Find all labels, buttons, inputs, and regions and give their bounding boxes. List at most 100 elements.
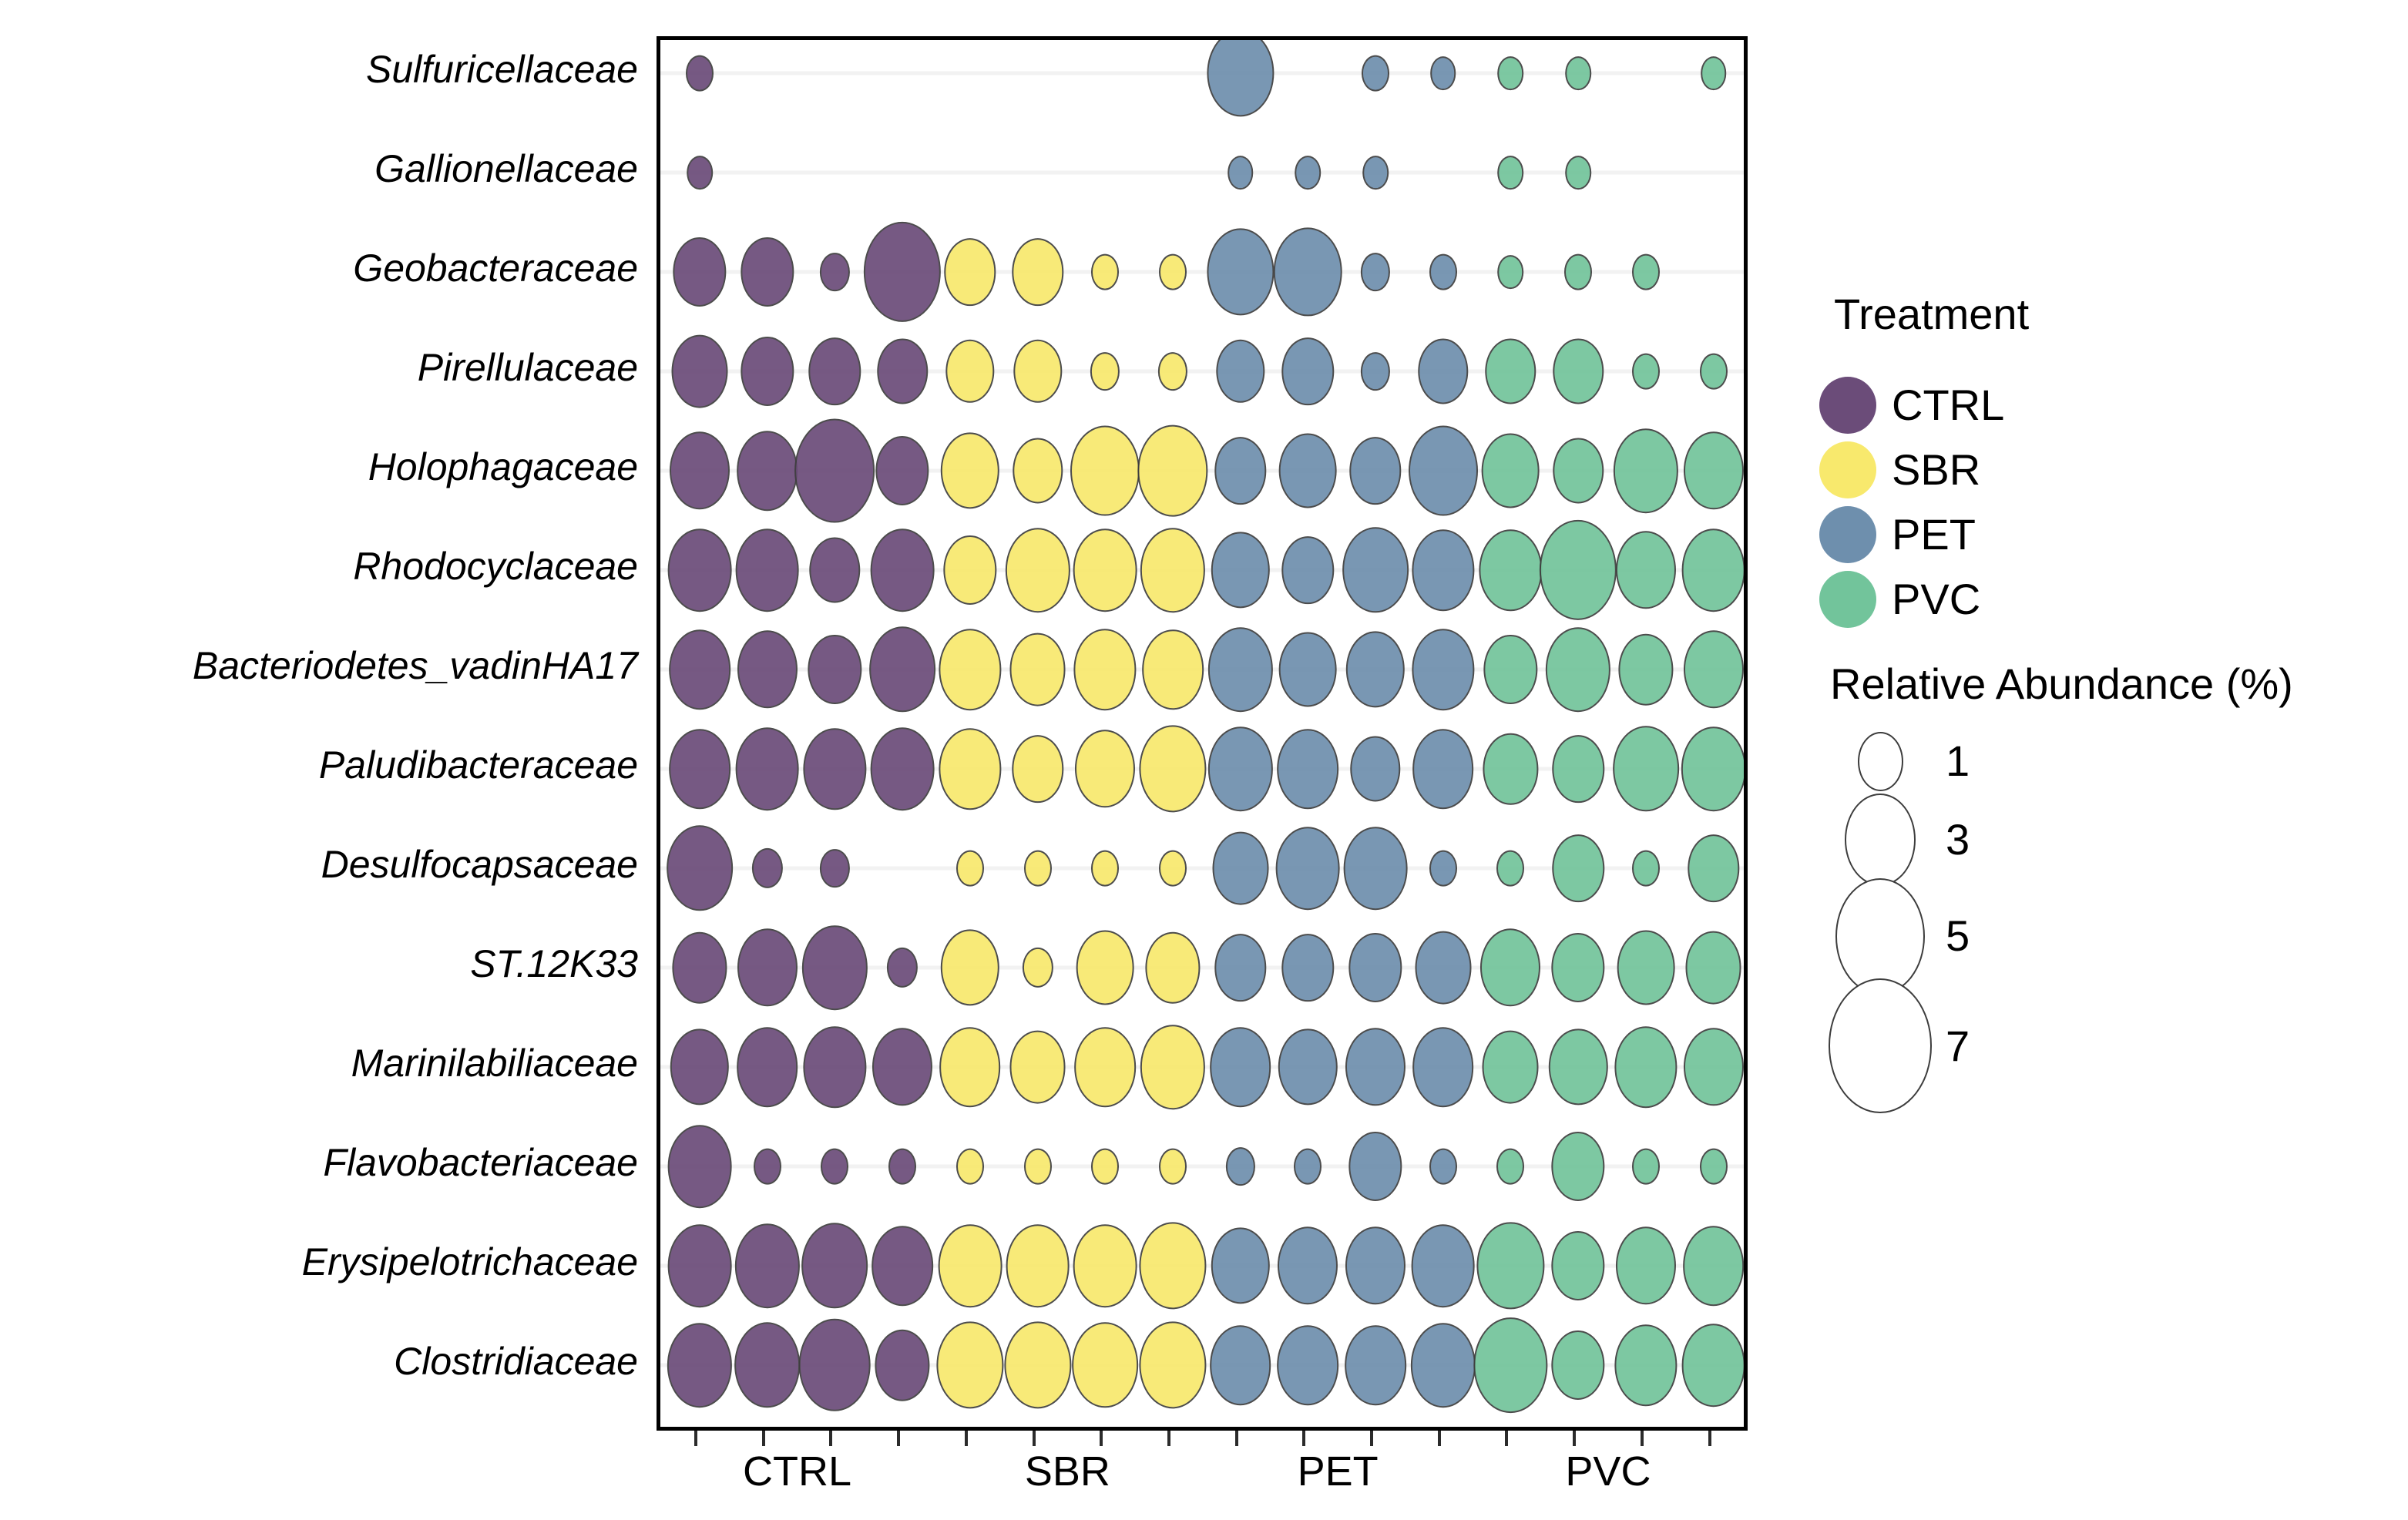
- bubble-point: [1348, 932, 1402, 1003]
- bubble-point: [1277, 729, 1339, 809]
- y-axis-tick-label: Clostridiaceae: [394, 1340, 638, 1383]
- bubble-point: [669, 729, 730, 809]
- x-axis-tick: [829, 1431, 833, 1446]
- bubble-point: [1360, 352, 1391, 391]
- x-axis-tick: [694, 1431, 697, 1446]
- x-axis-tick: [1708, 1431, 1711, 1446]
- bubble-point: [734, 1322, 801, 1408]
- bubble-point: [794, 418, 875, 523]
- bubble-point: [1429, 1148, 1457, 1185]
- bubble-point: [1618, 633, 1674, 706]
- size-legend-circle-icon: [1857, 732, 1903, 791]
- bubble-point: [939, 728, 1002, 810]
- bubble-point: [1013, 339, 1063, 404]
- bubble-point: [1631, 253, 1660, 290]
- bubble-point: [938, 1224, 1002, 1307]
- bubble-point: [1362, 55, 1389, 92]
- x-axis-group-label-ctrl: CTRL: [743, 1448, 852, 1495]
- bubble-point: [1139, 1222, 1207, 1310]
- bubble-point: [1497, 255, 1524, 289]
- bubble-point: [667, 1224, 732, 1307]
- bubble-point: [1613, 428, 1678, 513]
- bubble-point: [737, 630, 798, 709]
- bubble-point: [944, 238, 996, 306]
- bubble-point: [1005, 528, 1070, 612]
- bubble-point: [1699, 1148, 1728, 1185]
- bubble-point: [1139, 725, 1207, 813]
- bubble-point: [1614, 1026, 1678, 1108]
- bubble-point: [875, 435, 929, 506]
- bubble-point: [1215, 339, 1265, 404]
- bubble-point: [1410, 1323, 1476, 1408]
- x-axis-tick: [1370, 1431, 1373, 1446]
- grid-line: [660, 369, 1744, 374]
- bubble-point: [863, 221, 942, 323]
- bubble-point: [751, 847, 783, 889]
- bubble-point: [1497, 56, 1524, 90]
- bubble-point: [1345, 1028, 1406, 1106]
- bubble-point: [1683, 630, 1744, 709]
- bubble-point: [1212, 831, 1269, 905]
- bubble-point: [1548, 1028, 1608, 1106]
- bubble-point: [821, 1148, 849, 1185]
- bubble-point: [1483, 733, 1538, 805]
- bubble-point: [1681, 1324, 1744, 1407]
- bubble-point: [1072, 1322, 1139, 1408]
- bubble-point: [1137, 424, 1208, 517]
- bubble-point: [672, 931, 727, 1004]
- bubble-point: [1362, 156, 1389, 190]
- treatment-legend-item-pet[interactable]: PET: [1819, 502, 2128, 567]
- bubble-point: [1274, 227, 1342, 317]
- treatment-legend-item-ctrl[interactable]: CTRL: [1819, 373, 2128, 438]
- bubble-point: [1278, 632, 1337, 707]
- bubble-point: [1485, 338, 1536, 404]
- x-axis-tick: [1505, 1431, 1509, 1446]
- bubble-point: [1023, 850, 1052, 887]
- bubble-point: [820, 253, 850, 291]
- bubble-point: [1483, 634, 1538, 705]
- bubble-point: [1211, 1227, 1270, 1304]
- bubble-point: [1009, 632, 1066, 706]
- x-axis-tick: [1032, 1431, 1036, 1446]
- bubble-point: [1012, 438, 1063, 504]
- bubble-point: [1140, 1025, 1206, 1109]
- bubble-point: [1551, 1330, 1605, 1401]
- bubble-point: [673, 237, 727, 307]
- x-axis-group-label-sbr: SBR: [1024, 1448, 1110, 1495]
- bubble-point: [955, 1148, 984, 1185]
- bubble-point: [1415, 931, 1472, 1005]
- bubble-point: [1207, 228, 1275, 316]
- size-legend-item: 1: [1815, 732, 2123, 791]
- bubble-point: [1209, 1027, 1271, 1107]
- bubble-point: [801, 1223, 868, 1309]
- bubble-point: [1278, 433, 1337, 508]
- bubble-point: [875, 1329, 930, 1401]
- bubble-point: [734, 1223, 800, 1308]
- bubble-point: [737, 928, 798, 1007]
- y-axis-tick-label: Bacteriodetes_vadinHA17: [192, 644, 638, 687]
- bubble-point: [888, 1148, 917, 1185]
- x-axis-tick: [1640, 1431, 1644, 1446]
- y-axis-tick-label: Holophagaceae: [368, 445, 638, 488]
- y-axis-tick-label: Erysipelotrichaceae: [301, 1240, 638, 1283]
- bubble-point: [1683, 1028, 1744, 1106]
- bubble-point: [1699, 353, 1728, 390]
- treatment-legend-label: CTRL: [1892, 381, 2005, 429]
- bubble-point: [1429, 253, 1457, 290]
- treatment-legend-item-pvc[interactable]: PVC: [1819, 567, 2128, 632]
- x-axis-tick: [897, 1431, 901, 1446]
- treatment-legend-item-sbr[interactable]: SBR: [1819, 438, 2128, 502]
- y-axis-tick-label: Pirellulaceae: [417, 346, 638, 389]
- bubble-point: [1157, 352, 1187, 391]
- bubble-point: [1342, 527, 1409, 613]
- bubble-point: [1349, 437, 1402, 505]
- bubble-point: [1023, 1148, 1052, 1185]
- bubble-point: [741, 336, 794, 407]
- bubble-point: [1429, 850, 1457, 887]
- bubble-point: [877, 338, 928, 404]
- bubble-point: [1214, 934, 1267, 1002]
- size-legend-item: 5: [1815, 878, 2123, 995]
